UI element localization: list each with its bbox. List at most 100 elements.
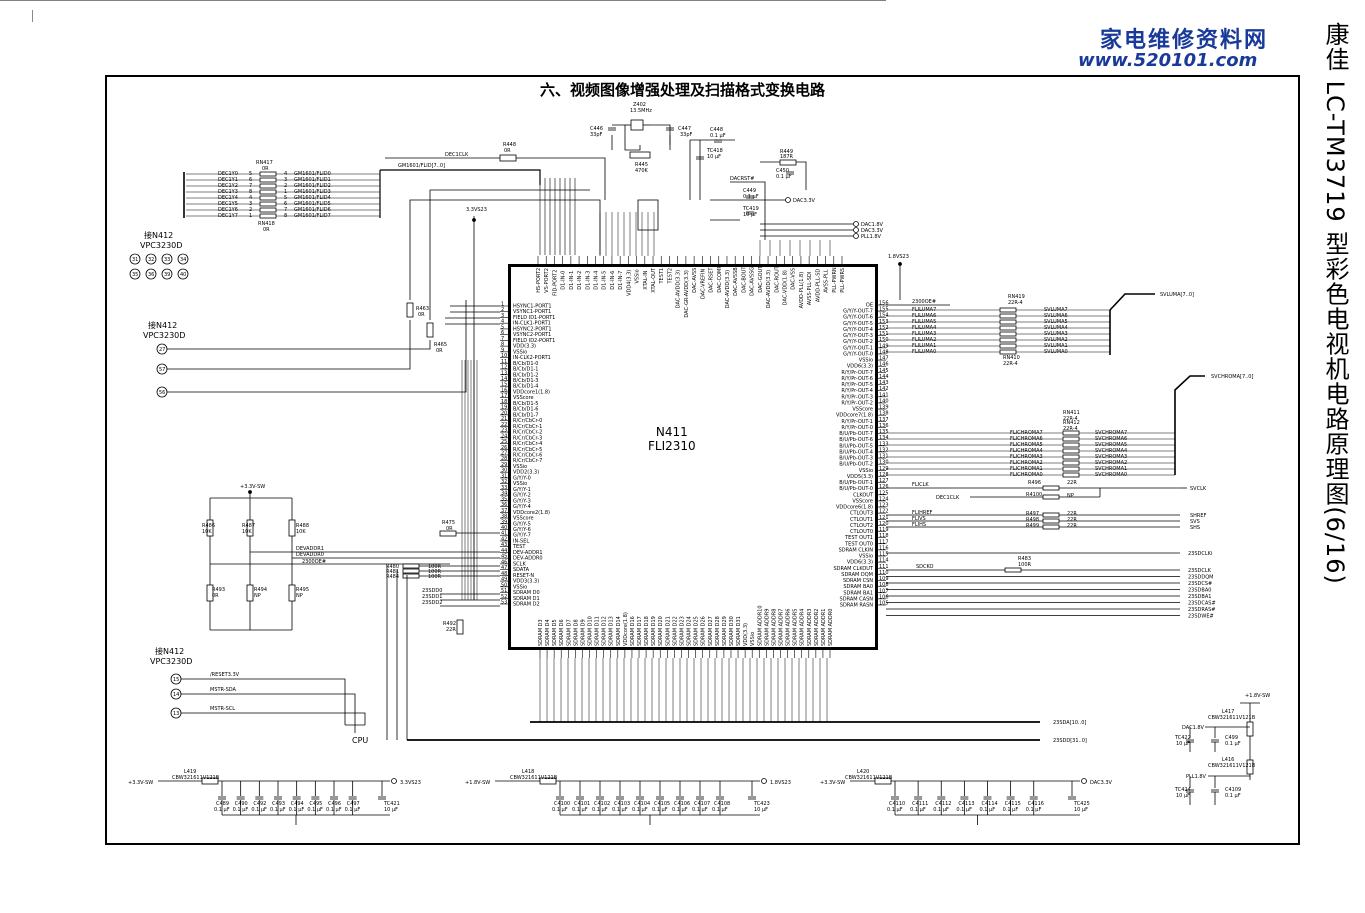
dec-label: DEC1Y6 [218, 207, 238, 213]
left-pin-name: VDD2(3.3) [513, 470, 539, 476]
left-pin-number: 30 [501, 468, 507, 474]
power-out: 1.8VS23 [770, 780, 791, 786]
res-val: 22R [1067, 511, 1077, 517]
right-pin-name: VSSio [859, 468, 873, 474]
r492-ref: R492 [443, 621, 456, 627]
dec-label: DEC1Y5 [218, 201, 238, 207]
right-pin-name: B/U/Pb-OUT-1 [839, 480, 873, 486]
left-pin-number: 12 [501, 365, 507, 371]
tc424-ref: TC424 [1174, 787, 1191, 793]
tc424-val: 10 μF [1176, 793, 1190, 799]
left-pin-name: VSSio [513, 464, 527, 470]
top-pin-name: DAC-VSS [791, 268, 797, 290]
luma-bus-out [1109, 293, 1155, 311]
dac18-label: DAC1.8V [1182, 725, 1205, 731]
left-pin-name: SDRAM D1 [513, 596, 540, 602]
res-val: 22R [1067, 523, 1077, 529]
left-pin-name: R/Cr/CbCr-0 [513, 418, 542, 424]
top-pin-name: AVSS-PLL [824, 269, 830, 292]
bottom-pin-name: SDRAM D9 [580, 619, 586, 646]
cap-val: 0.1 μF [712, 807, 728, 813]
bottom-pin-name: SDRAM ADDR7 [778, 609, 784, 646]
left-pin-number: 42 [501, 536, 507, 542]
left-pin-number: 49 [501, 577, 507, 583]
cap-ref: C4105 [654, 801, 670, 807]
v18sw-label: +1.8V-SW [1245, 693, 1270, 699]
xtal-ref: Z402 [633, 102, 646, 108]
res-val: 0R [212, 593, 219, 599]
left-pin-name: B/Cb/D1-2 [513, 372, 538, 378]
rn-pin: 3 [284, 177, 287, 183]
left-pin-name: G/Y/Y-0 [513, 475, 531, 481]
watermark-url[interactable]: www.520101.com [1078, 50, 1258, 71]
left-pin-name: HSYNC1-PORT1 [513, 304, 552, 310]
ic-ref: N411 [655, 425, 688, 439]
res-r449 [779, 159, 797, 166]
left-pin-number: 7 [501, 336, 504, 342]
left-pin-name: G/Y/Y-7 [513, 533, 531, 539]
sd-net: 23SDCAS# [1188, 601, 1216, 607]
right-pin-name: VSScore [852, 498, 873, 504]
res-val: 10K [296, 529, 306, 535]
gm-label: GM1601/FLID1 [294, 177, 331, 183]
bottom-pin-name: SDRAM D28 [715, 616, 721, 646]
r465-val: 0R [436, 348, 443, 354]
ic-part: FLI2310 [648, 439, 696, 453]
left-pin-name: IN-CLK2-PORT1 [513, 355, 551, 361]
svchroma-net: SVCHROMA1 [1095, 466, 1127, 472]
left-pin-name: G/Y/Y-4 [513, 504, 531, 510]
rn-pin: 1 [284, 189, 287, 195]
cap-val: 0.1 μF [572, 807, 588, 813]
res-ref: R487 [242, 523, 255, 529]
right-pin-name: VSSio [859, 554, 873, 560]
sda-bus-label: 23SDA[10..0] [1053, 720, 1086, 726]
left-pin-number: 44 [501, 548, 507, 554]
right-pin-name: TEST OUT1 [844, 535, 873, 541]
cap-ref: C4106 [674, 801, 690, 807]
cap-val: 0.1 μF [592, 807, 608, 813]
left-pin-name: SCLK [513, 561, 526, 567]
rn-pin: 5 [284, 195, 287, 201]
left-pin-number: 48 [501, 571, 507, 577]
right-pin-name: SDRAM RASN [840, 603, 873, 609]
inductor-ref: L420 [857, 769, 869, 775]
res-val: 100R [428, 574, 442, 580]
res-ref: R486 [202, 523, 215, 529]
top-pin-name: DAC-ROUT [774, 265, 780, 292]
c448-ref: C448 [710, 127, 723, 133]
bottom-pin-name: SDRAM ADDR3 [807, 609, 813, 646]
corner-mark [32, 10, 33, 22]
bottom-pin-name: SDRAM D3 [538, 619, 544, 646]
cap-val: 0.1 μF [980, 807, 996, 813]
right-pin-name: SDRAM DQM [841, 572, 873, 578]
res-r475 [439, 530, 457, 537]
right-pin-name: R/Y/Pr-OUT-3 [841, 394, 873, 400]
c450-val: 0.1 μF [776, 174, 792, 180]
left-pin-number: 24 [501, 433, 507, 439]
top-pin-name: AVDD-PLL(1.8) [799, 272, 805, 309]
xtal-freq: 13.5MHz [630, 108, 652, 114]
flihref-net: FLIVS [912, 516, 926, 522]
bottom-pin-name: SDRAM D18 [644, 616, 650, 646]
left-pin-name: VSSio [513, 584, 527, 590]
r483-val: 100R [1018, 562, 1032, 568]
left-pin-number: 8 [501, 342, 504, 348]
right-pin-number: 139 [879, 405, 889, 411]
inductor-l416 [1246, 759, 1254, 775]
right-pin-number: 144 [879, 374, 889, 380]
right-pin-number: 116 [879, 545, 889, 551]
fliluma-net: FLILUMA0 [912, 349, 936, 355]
left-pin-number: 4 [501, 319, 504, 325]
top-pin-name: DAC-COMP [717, 266, 723, 293]
rn410-ref: RN410 [1003, 355, 1020, 361]
bottom-pin-name: SDRAM ADDR9 [764, 609, 770, 646]
right-pin-number: 109 [879, 576, 889, 582]
rn-pin: 4 [249, 195, 252, 201]
cap-ref: C4111 [912, 801, 928, 807]
right-pin-number: 149 [879, 343, 889, 349]
right-pin-number: 129 [879, 466, 889, 472]
conn-pin [161, 268, 173, 280]
left-pin-name: B/Cb/D1-7 [513, 412, 538, 418]
r463-val: 0R [418, 312, 425, 318]
rn-pin: 8 [249, 189, 252, 195]
